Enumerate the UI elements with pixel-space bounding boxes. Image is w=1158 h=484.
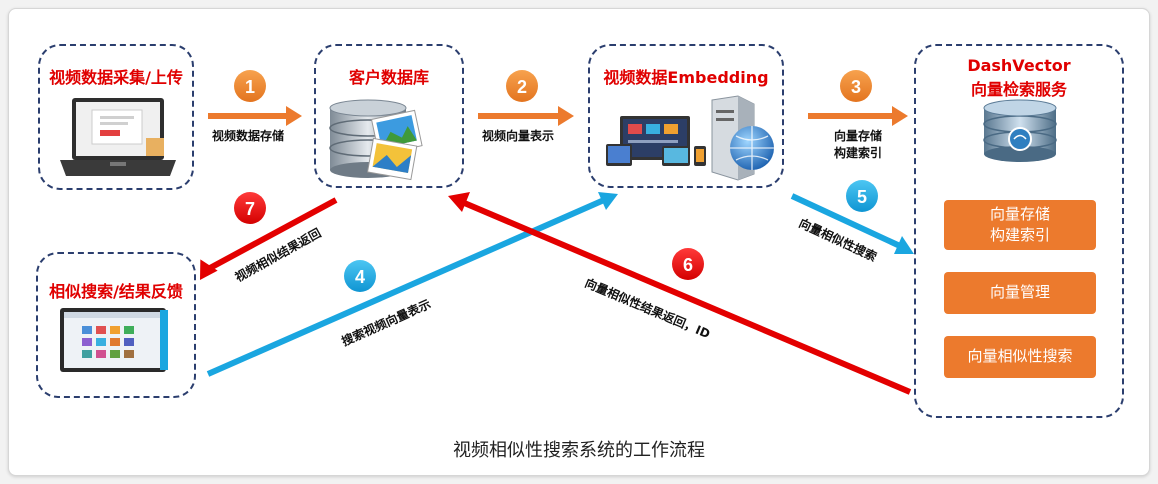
step-label-1: 视频数据存储: [212, 129, 285, 143]
service-vector-store-line1: 向量存储: [989, 205, 1050, 223]
step-number-6: 6: [683, 255, 693, 275]
step-label-2: 视频向量表示: [482, 129, 555, 143]
upload-node: [38, 44, 194, 190]
service-vector-manage-label: 向量管理: [989, 283, 1050, 301]
step-badge-1: 1: [234, 70, 266, 102]
feedback-node: [36, 252, 196, 398]
step-number-2: 2: [517, 77, 527, 97]
arrow-step-1: [208, 106, 302, 126]
step-number-1: 1: [245, 77, 255, 97]
dashvector-node: [914, 44, 1124, 418]
dashvector-title-line1: DashVector: [967, 56, 1071, 75]
browser-results-icon: [60, 308, 168, 372]
service-vector-manage: 向量管理: [944, 272, 1096, 314]
step-number-7: 7: [245, 199, 255, 219]
step-label-4: 搜索视频向量表示: [339, 296, 433, 349]
upload-title: 视频数据采集/上传: [49, 68, 183, 87]
arrow-step-7: [199, 197, 338, 280]
customer-db-node: [314, 44, 464, 188]
arrow-step-3: [808, 106, 908, 126]
arrow-step-5: [790, 193, 914, 254]
dashvector-title-line2: 向量检索服务: [970, 80, 1067, 99]
service-vector-store-line2: 构建索引: [989, 226, 1050, 244]
step-badge-2: 2: [506, 70, 538, 102]
step-number-5: 5: [857, 187, 867, 207]
feedback-title: 相似搜索/结果反馈: [49, 282, 183, 301]
step-badge-5: 5: [846, 180, 878, 212]
step-label-3-line1: 向量存储: [834, 129, 883, 143]
arrow-step-6: [448, 192, 912, 395]
service-similarity-label: 向量相似性搜索: [967, 347, 1073, 365]
service-vector-store-index: 向量存储 构建索引: [944, 200, 1096, 250]
step-label-5: 向量相似性搜索: [797, 215, 879, 264]
embedding-title: 视频数据Embedding: [603, 68, 769, 87]
database-photos-icon: [329, 99, 423, 181]
step-label-6: 向量相似性结果返回，ID: [583, 275, 713, 341]
customer-db-title: 客户数据库: [348, 68, 429, 87]
arrow-step-2: [478, 106, 574, 126]
step-badge-3: 3: [840, 70, 872, 102]
laptop-upload-icon: [60, 98, 176, 176]
embedding-node: [588, 44, 784, 188]
arrow-step-4: [206, 192, 618, 377]
service-vector-similarity-search: 向量相似性搜索: [944, 336, 1096, 378]
step-number-4: 4: [355, 267, 365, 287]
step-number-3: 3: [851, 77, 861, 97]
step-label-3-line2: 构建索引: [834, 146, 883, 160]
devices-server-icon: [606, 95, 774, 181]
diagram-caption: 视频相似性搜索系统的工作流程: [453, 440, 705, 461]
step-badge-4: 4: [344, 260, 376, 292]
step-badge-7: 7: [234, 192, 266, 224]
step-badge-6: 6: [672, 248, 704, 280]
vector-database-icon: [983, 99, 1057, 162]
